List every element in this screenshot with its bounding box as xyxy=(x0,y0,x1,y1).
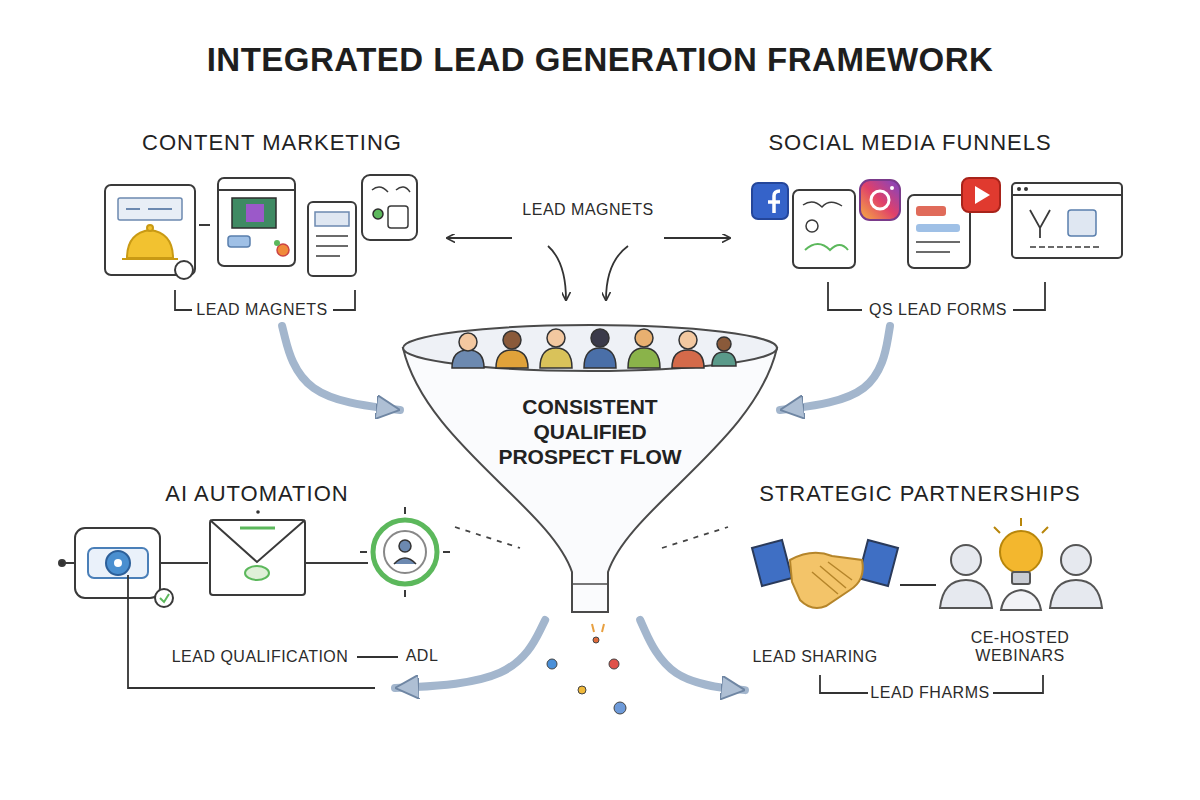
funnel: CONSISTENT QUALIFIED PROSPECT FLOW xyxy=(400,322,780,620)
facebook-icon xyxy=(752,183,788,219)
lead-magnet-arrows xyxy=(447,238,730,300)
bracket xyxy=(128,575,375,688)
group-heading: SOCIAL MEDIA FUNNELS xyxy=(768,130,1051,156)
free-label: ADL xyxy=(406,647,439,665)
flow-arrow xyxy=(640,620,745,690)
target-icon xyxy=(373,520,437,584)
channel-group: AI AUTOMATION LEAD QUALIFICATION xyxy=(50,475,395,715)
flow-arrow xyxy=(282,326,400,410)
item-label: CE-HOSTED WEBINARS xyxy=(965,629,1075,666)
content-icons xyxy=(105,175,417,279)
funnel-outline xyxy=(400,322,780,620)
flow-arrow xyxy=(780,326,890,410)
phone-card xyxy=(793,190,855,268)
browser-window xyxy=(1012,183,1122,258)
diagram-title: INTEGRATED LEAD GENERATION FRAMEWORK xyxy=(207,41,994,79)
phone-card xyxy=(362,175,417,240)
group-heading: STRATEGIC PARTNERSHIPS xyxy=(759,481,1081,507)
free-label: LEAD MAGNETS xyxy=(522,201,653,219)
bell-icon xyxy=(127,230,173,258)
bracket-label: LEAD MAGNETS xyxy=(196,301,327,319)
envelope-icon xyxy=(210,520,305,595)
group-heading: AI AUTOMATION xyxy=(165,481,348,507)
leader-line xyxy=(900,584,936,586)
instagram-icon xyxy=(860,180,900,220)
flow-arrow xyxy=(395,620,545,688)
bracket-label: QS LEAD FORMS xyxy=(869,301,1007,319)
group-heading: CONTENT MARKETING xyxy=(142,130,402,156)
bracket-label: LEAD FHARMS xyxy=(870,684,989,702)
item-label: LEAD QUALIFICATION xyxy=(172,648,349,666)
funnel-label: CONSISTENT QUALIFIED PROSPECT FLOW xyxy=(490,394,690,470)
channel-group: STRATEGIC PARTNERSHIPS LEAD SHARING CE-HOS… xyxy=(745,475,1155,720)
channel-group: SOCIAL MEDIA FUNNELS QS LEAD FORMS xyxy=(740,120,1140,326)
list-card xyxy=(308,202,356,276)
browser-card xyxy=(218,178,295,266)
prospect-dots xyxy=(547,624,626,714)
social-icons xyxy=(752,178,1122,268)
camera-icon xyxy=(75,528,160,598)
post-card xyxy=(908,195,970,268)
channel-group: CONTENT MARKETING LEAD MAGNETS xyxy=(95,120,425,326)
team-bulb-icon xyxy=(940,518,1102,610)
handshake-icon xyxy=(752,540,898,608)
item-label: LEAD SHARING xyxy=(752,648,877,666)
leader-line xyxy=(357,656,398,658)
ai-icons xyxy=(59,507,450,607)
youtube-icon xyxy=(962,178,1000,212)
